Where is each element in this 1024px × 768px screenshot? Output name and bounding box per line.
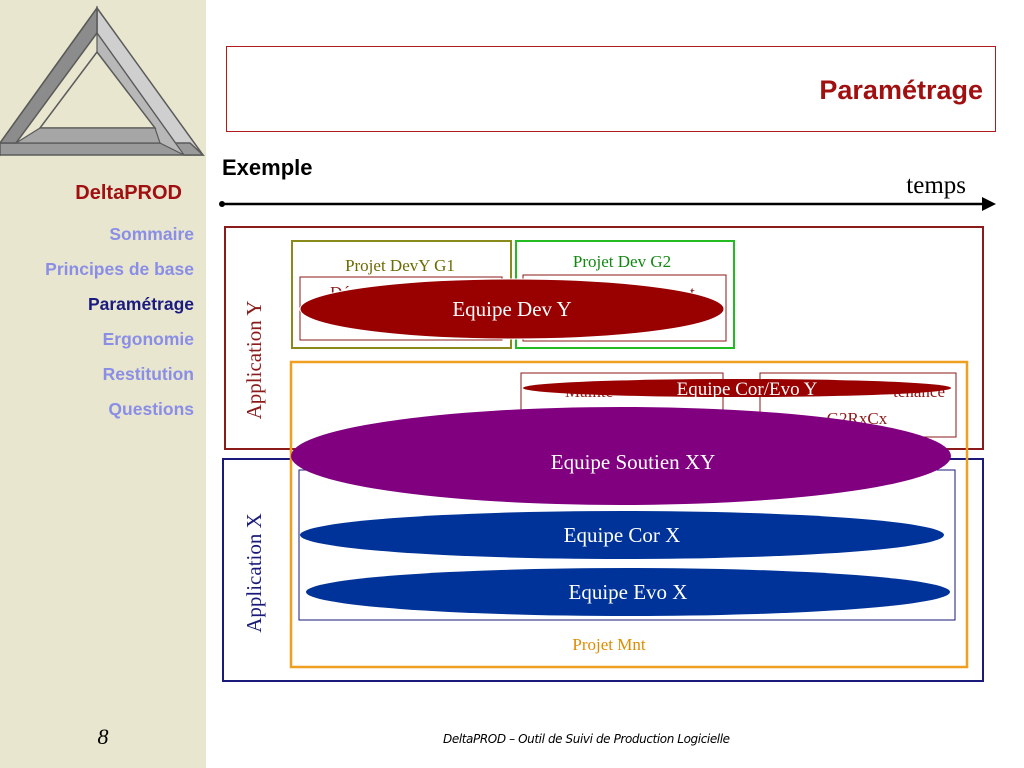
page-title: Paramétrage [819,75,983,105]
time-axis-arrow-icon [982,197,996,211]
equipe-cor-x-ellipse [300,511,944,559]
nav-item-restitution[interactable]: Restitution [102,364,194,384]
projet-mnt-label: Projet Mnt [572,635,645,654]
time-axis-label: temps [906,172,966,199]
equipe-evo-x-label: Equipe Evo X [569,580,688,604]
section-subtitle: Exemple [222,155,313,180]
equipe-dev-y-label: Equipe Dev Y [452,297,571,321]
equipe-soutien-xy-label: Equipe Soutien XY [551,450,715,474]
equipe-evo-x-ellipse [306,568,950,616]
equipe-dev-y-ellipse [299,278,725,340]
application-x-label: Application X [242,513,266,633]
equipe-cor-evo-y-ellipse [523,379,951,397]
nav-item-sommaire[interactable]: Sommaire [109,224,194,244]
application-y-label: Application Y [242,301,266,420]
projet-dev-g2-label: Projet Dev G2 [573,252,671,271]
projet-mnt-box [289,360,969,669]
nav-item-parametrage[interactable]: Paramétrage [87,294,194,314]
nav-brand[interactable]: DeltaPROD [75,182,182,204]
g2-inner-label: t [690,283,695,302]
triangle-logo-icon [0,5,205,157]
sidebar: DeltaPROD Sommaire Principes de base Par… [0,0,206,768]
nav-item-questions[interactable]: Questions [108,399,194,419]
page-number: 8 [97,724,109,749]
equipe-cor-x-label: Equipe Cor X [564,523,681,547]
title-box: Paramétrage [226,46,996,132]
footer-text: DeltaPROD – Outil de Suivi de Production… [443,732,730,746]
projet-devy-g1-label: Projet DevY G1 [345,256,455,275]
equipe-soutien-xy-ellipse [291,407,951,505]
nav-item-ergonomie[interactable]: Ergonomie [102,329,194,349]
equipe-cor-evo-y-label: Equipe Cor/Evo Y [677,379,818,400]
time-axis-origin-dot [219,201,225,207]
nav-item-principes-de-base[interactable]: Principes de base [45,259,194,279]
